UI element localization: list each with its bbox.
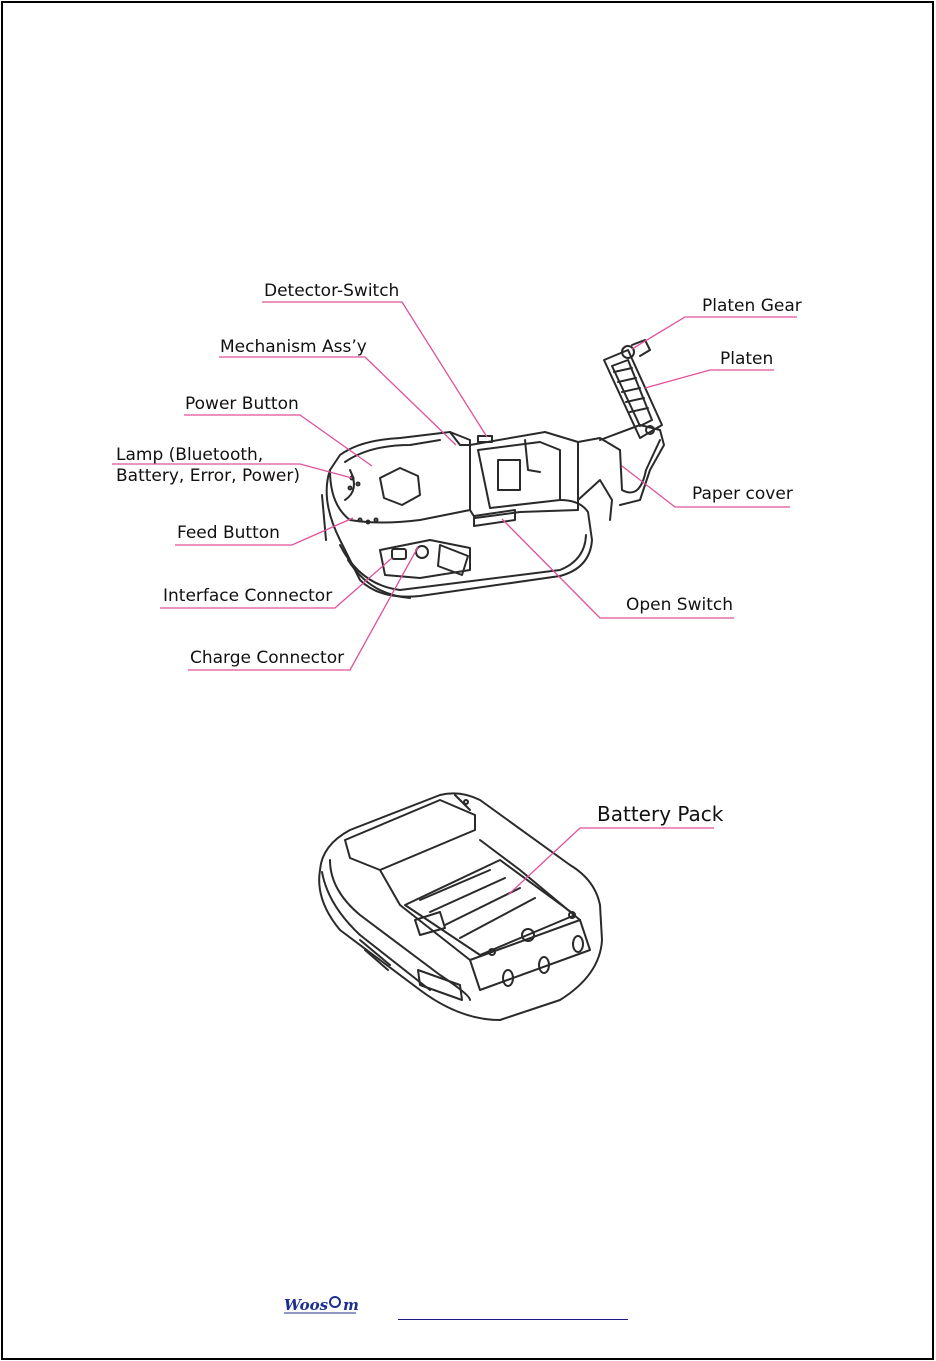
label-lamp-line1: Lamp (Bluetooth,: [116, 445, 263, 466]
label-mechanism-assy: Mechanism Ass’y: [220, 337, 367, 358]
printer-closed-illustration: [319, 793, 602, 1020]
label-interface-connector: Interface Connector: [163, 586, 332, 607]
label-lamp-line2: Battery, Error, Power): [116, 466, 300, 487]
label-open-switch: Open Switch: [626, 595, 733, 616]
svg-text:m: m: [343, 1296, 359, 1314]
label-charge-connector: Charge Connector: [190, 648, 344, 669]
woosim-logo-icon: Woos m: [284, 1296, 359, 1314]
printer-open-illustration: [322, 340, 664, 598]
footer-link-underline[interactable]: [398, 1318, 628, 1320]
label-battery-pack: Battery Pack: [597, 802, 723, 826]
svg-text:Woos: Woos: [284, 1296, 329, 1314]
label-platen: Platen: [720, 349, 773, 370]
label-detector-switch: Detector-Switch: [264, 281, 399, 302]
label-power-button: Power Button: [185, 394, 299, 415]
label-feed-button: Feed Button: [177, 523, 280, 544]
label-paper-cover: Paper cover: [692, 484, 793, 505]
label-platen-gear: Platen Gear: [702, 296, 802, 317]
